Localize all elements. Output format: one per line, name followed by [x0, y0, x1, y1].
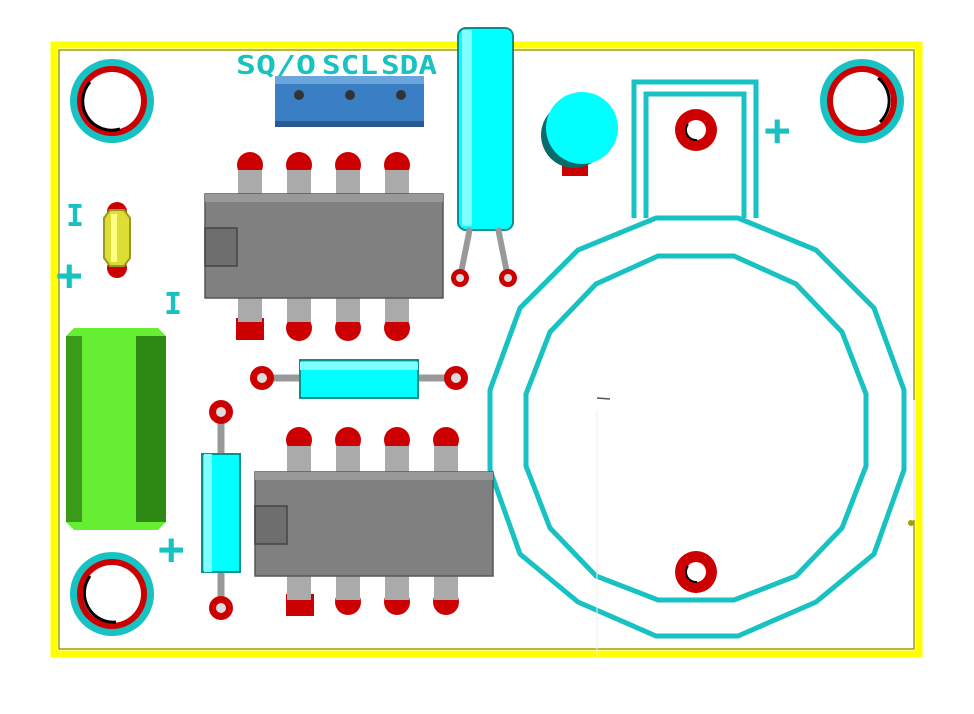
resistor-vertical — [201, 400, 241, 620]
crystal-component — [451, 27, 517, 287]
silk-mark — [596, 397, 611, 400]
board-edge-dot — [908, 520, 914, 526]
electrolytic-capacitor — [66, 328, 166, 530]
led-component — [541, 92, 618, 176]
ic-notch-icon — [204, 227, 238, 267]
polarity-plus-left: + — [56, 250, 83, 301]
battery-plus-sign: + — [764, 105, 791, 156]
mounting-hole-icon — [70, 59, 154, 143]
ic-chip-bottom — [254, 427, 494, 616]
polarity-plus-bottom: + — [158, 524, 185, 575]
battery-bracket — [631, 79, 759, 218]
small-crystal — [103, 202, 131, 278]
ic-chip-top — [204, 152, 444, 341]
mounting-hole-icon — [70, 552, 154, 636]
polarity-minus-top: I — [66, 199, 84, 234]
mounting-hole-icon — [820, 59, 904, 143]
ic-notch-icon — [254, 505, 288, 545]
battery-pad-top — [675, 109, 717, 151]
battery-holder-outline — [487, 215, 907, 639]
battery-pad-bottom — [675, 551, 717, 593]
resistor-horizontal — [250, 359, 468, 399]
pin-header — [275, 76, 424, 127]
polarity-minus-mid: I — [164, 287, 182, 322]
